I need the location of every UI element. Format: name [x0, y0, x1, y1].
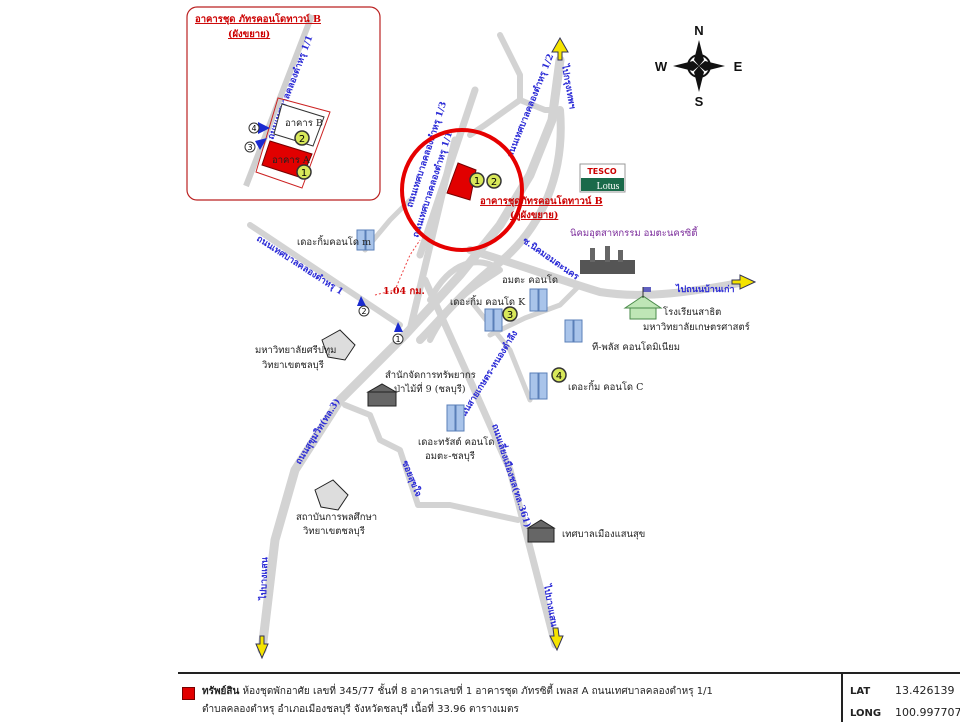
road-label-to-bangkok: ไปกรุงเทพฯ — [559, 62, 579, 109]
marker-entrance-2: 2 — [361, 307, 366, 316]
subject-label: อาคารชุดภัทรคอนโดทาวน์ B — [480, 195, 603, 207]
label-forest-office: สำนักจัดการทรัพยากร — [385, 370, 476, 381]
legend-line-1: ทรัพย์สิน ห้องชุดพักอาศัย เลขที่ 345/77 … — [202, 685, 832, 698]
label-amata-condo: อมตะ คอนโด — [502, 274, 558, 286]
subject-building — [446, 162, 477, 201]
arrow-south-west-icon — [255, 635, 269, 660]
label-tplus: ที-พลัส คอนโดมิเนียม — [592, 341, 680, 353]
inset-building-b — [273, 103, 325, 147]
lat-value: 13.426139 — [895, 684, 955, 697]
legend-divider — [841, 674, 843, 722]
label-dcondo-c: เดอะกิ้ม คอนโด C — [568, 380, 643, 393]
road-label-to-ban-kao: ไปถนนบ้านเก่า — [675, 283, 735, 295]
entrance-arrow-2 — [357, 296, 366, 306]
label-dcondo-m: เดอะกิ้มคอนโด m — [297, 235, 371, 248]
road-label-to-bangsaen-2: ไปบางแสน — [257, 556, 271, 601]
legend-description: ห้องชุดพักอาศัย เลขที่ 345/77 ชั้นที่ 8 … — [242, 686, 713, 697]
marker-3: 3 — [247, 143, 252, 152]
subject-sublabel: (ดูผังขยาย) — [510, 210, 558, 222]
compass-w: W — [655, 59, 668, 74]
label-sripatum-2: วิทยาเขตชลบุรี — [261, 359, 323, 371]
arrow-south-icon — [549, 627, 564, 652]
tesco-text: TESCO — [587, 167, 617, 176]
label-trust-condo-2: อมตะ-ชลบุรี — [425, 450, 475, 462]
label-municipality: เทศบาลเมืองแสนสุข — [562, 529, 645, 540]
school-icon — [623, 287, 663, 320]
marker-1: 1 — [474, 176, 480, 187]
long-label: LONG — [850, 708, 882, 719]
long-value: 100.997707 — [895, 706, 960, 719]
tesco-lotus-logo: TESCO Lotus — [579, 163, 626, 193]
government-building-icon — [366, 383, 556, 543]
label-pe-institute: สถาบันการพลศึกษา — [296, 512, 377, 523]
label-amata-estate: นิคมอุตสาหกรรม อมตะนครซิตี้ — [570, 226, 699, 239]
lotus-text: Lotus — [597, 181, 620, 192]
compass-e: E — [734, 59, 743, 74]
distance-label: 1.04 กม. — [383, 286, 425, 297]
marker-2: 2 — [491, 177, 497, 188]
label-trust-condo: เดอะทรัสต์ คอนโด — [418, 436, 494, 448]
marker-4: 4 — [251, 124, 256, 133]
legend-label: ทรัพย์สิน — [202, 686, 240, 697]
university-icon — [314, 329, 356, 511]
inset-map: ถนนเทศบาลคลองตำหรุ 1/1 อาคาร B อาคาร A 2… — [186, 6, 381, 201]
lat-label: LAT — [850, 686, 871, 697]
entrance-arrow-4 — [258, 122, 270, 134]
legend-line-2: ตำบลคลองตำหรุ อำเภอเมืองชลบุรี จังหวัดชล… — [202, 704, 519, 715]
label-sripatum: มหาวิทยาลัยศรีปทุม — [255, 344, 336, 356]
legend: ทรัพย์สิน ห้องชุดพักอาศัย เลขที่ 345/77 … — [178, 672, 960, 722]
subject-highlight-circle — [400, 128, 524, 252]
condo-icons — [356, 229, 583, 432]
marker-entrance-1: 1 — [395, 335, 400, 344]
compass-n: N — [694, 23, 703, 38]
arrow-north-icon — [551, 36, 569, 61]
inset-subtitle: (ผังขยาย) — [228, 29, 270, 40]
marker-3: 3 — [507, 310, 513, 321]
label-forest-office-2: ป่าไม้ที่ 9 (ชลบุรี) — [394, 382, 466, 395]
inset-building-b-label: อาคาร B — [285, 118, 323, 129]
entrance-arrow-3 — [255, 138, 267, 150]
roads — [247, 32, 749, 655]
marker-1: 1 — [301, 168, 307, 179]
legend-text: ทรัพย์สิน ห้องชุดพักอาศัย เลขที่ 345/77 … — [202, 685, 832, 716]
label-dcondo-k: เดอะกิ้ม คอนโด K — [450, 295, 526, 308]
arrow-east-icon — [731, 274, 757, 290]
factory-icon — [580, 246, 635, 274]
entrance-arrow-1 — [394, 322, 403, 332]
label-school-2: มหาวิทยาลัยเกษตรศาสตร์ — [643, 321, 750, 333]
inset-building-a-label: อาคาร A — [272, 155, 310, 166]
subject-swatch — [182, 687, 195, 700]
label-pe-institute-2: วิทยาเขตชลบุรี — [302, 525, 364, 537]
compass-rose-icon: N S W E — [655, 23, 743, 109]
marker-4: 4 — [556, 371, 562, 382]
label-school: โรงเรียนสาธิต — [663, 306, 721, 318]
compass-s: S — [695, 94, 704, 109]
road-label-sukhumvit: ถนนสุขุมวิท(ทล.3) — [293, 397, 342, 467]
inset-title: อาคารชุด ภัทรคอนโดทาวน์ B — [195, 13, 321, 25]
road-label-sukjai: ซอยสุขใจ — [399, 459, 424, 499]
marker-2: 2 — [299, 134, 305, 145]
